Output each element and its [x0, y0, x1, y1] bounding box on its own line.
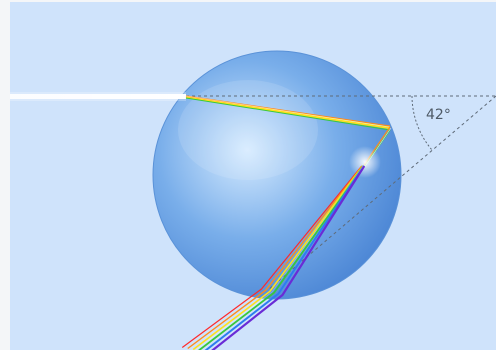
incoming-light-beam [10, 94, 186, 99]
angle-label: 42° [426, 107, 451, 123]
angle-arc [411, 95, 433, 151]
incoming-light-glow [10, 92, 186, 101]
reference-angled-line [267, 95, 496, 291]
spectrum-band [211, 165, 366, 350]
spectrum-band [181, 165, 363, 348]
exit-sparkle [349, 146, 381, 178]
rainbow-spectrum [181, 165, 366, 350]
spectrum-band [204, 165, 365, 350]
spectrum-band [198, 165, 364, 350]
internal-refracted-ray [185, 95, 391, 131]
spectrum-band [187, 165, 363, 350]
spectrum-band [192, 165, 364, 350]
angle-label-box: 42° [426, 106, 451, 124]
droplet-highlight [178, 80, 318, 180]
spectrum-highlight [195, 165, 364, 350]
